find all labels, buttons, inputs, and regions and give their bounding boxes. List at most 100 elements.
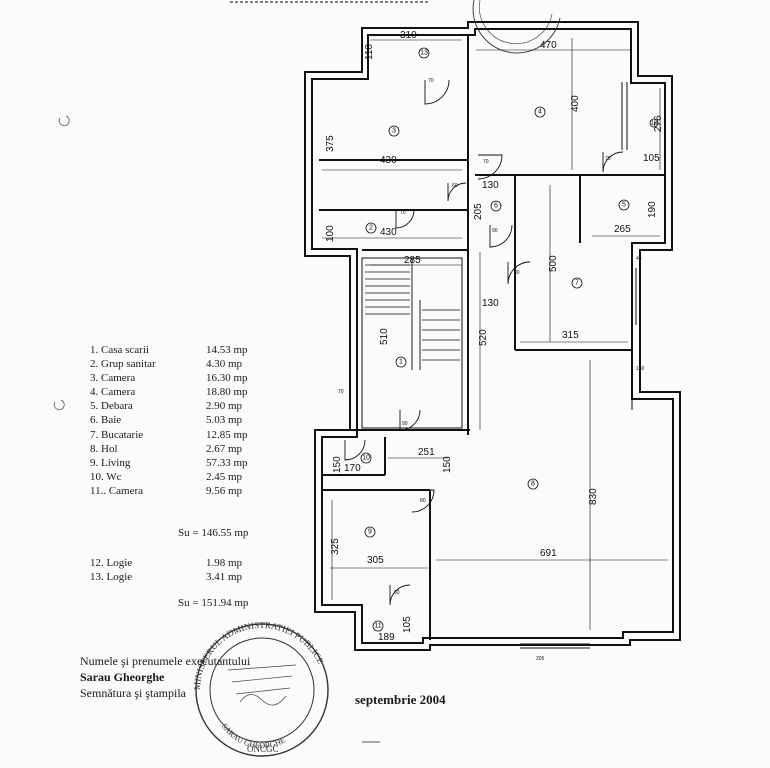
legend-room-area: 18.80 mp [206, 386, 248, 399]
room-10-marker: 10 [360, 452, 372, 464]
dim-189: 189 [378, 632, 395, 643]
room-2-marker: 2 [365, 222, 377, 234]
svg-text:80: 80 [420, 498, 426, 504]
legend-row: 10. Wc 2.45 mp [90, 470, 266, 484]
svg-text:3: 3 [392, 128, 396, 135]
svg-text:7: 7 [575, 280, 579, 287]
dim-190: 190 [647, 201, 658, 218]
svg-text:70: 70 [400, 210, 406, 216]
svg-text:ONCGC: ONCGC [247, 744, 279, 754]
svg-text:4: 4 [538, 109, 542, 116]
svg-text:12: 12 [650, 120, 658, 127]
legend-row: 12. Logie 1.98 mp [90, 556, 266, 570]
room-9-marker: 9 [364, 526, 376, 538]
dim-170: 170 [344, 463, 361, 474]
legend-room-area: 3.41 mp [206, 571, 243, 584]
svg-text:80: 80 [514, 270, 520, 276]
dim-105-b: 105 [402, 616, 413, 633]
room-13-marker: 13 [418, 47, 430, 59]
document-date: septembrie 2004 [355, 692, 446, 707]
svg-text:205: 205 [536, 656, 545, 662]
svg-text:130: 130 [636, 366, 645, 372]
legend-room-name: 7. Bucatarie [90, 428, 144, 441]
legend-room-name: 4. Camera [90, 386, 136, 399]
dim-105-a: 105 [643, 153, 660, 164]
svg-text:10: 10 [362, 455, 370, 462]
staircase [361, 257, 463, 429]
dim-130-a: 130 [482, 180, 499, 191]
legend-room-name: 13. Logie [90, 571, 133, 584]
legend-room-name: 11.. Camera [90, 484, 144, 497]
room-12-marker: 12 [649, 118, 659, 128]
svg-text:70: 70 [605, 156, 611, 162]
legend-room-name: 10. Wc [90, 470, 122, 483]
svg-text:70: 70 [338, 389, 344, 395]
dim-265: 265 [614, 224, 631, 235]
legend-row: 7. Bucatarie 12.85 mp [90, 428, 266, 442]
legend-room-area: 2.67 mp [206, 442, 243, 455]
legend-room-name: 6. Baie [90, 414, 122, 427]
binder-hole-marks [53, 115, 70, 411]
svg-text:1: 1 [399, 359, 403, 366]
legend-row: 5. Debara 2.90 mp [90, 399, 266, 413]
legend-room-area: 2.45 mp [206, 470, 243, 483]
dim-520: 520 [478, 329, 489, 346]
legend-room-area: 12.85 mp [206, 428, 248, 441]
svg-text:9: 9 [368, 529, 372, 536]
svg-text:90: 90 [402, 421, 408, 427]
svg-text:70: 70 [428, 78, 434, 84]
room-7-marker: 7 [571, 277, 583, 289]
legend-row: 2. Grup sanitar 4.30 mp [90, 357, 266, 371]
legend-room-name: 12. Logie [90, 557, 133, 569]
subtotal-area: Su = 146.55 mp [178, 527, 249, 539]
room-11-marker: 11 [372, 620, 384, 632]
top-stamp-fragment [230, 0, 561, 54]
dim-375: 375 [325, 135, 336, 152]
dim-251: 251 [418, 447, 435, 458]
legend-row: 6. Baie 5.03 mp [90, 413, 266, 427]
svg-text:11: 11 [374, 623, 381, 630]
legend-room-area: 4.30 mp [206, 358, 243, 371]
legend-row: 13. Logie 3.41 mp [90, 570, 266, 584]
room-6-marker: 6 [490, 200, 502, 212]
room-4-marker: 4 [534, 106, 546, 118]
dim-276: 276 [653, 115, 664, 132]
signature-label: Semnătura şi ştampila [80, 686, 186, 700]
dim-430-b: 430 [380, 227, 397, 238]
svg-text:60: 60 [394, 590, 400, 596]
legend-room-name: 5. Debara [90, 400, 133, 413]
room-5-marker: 5 [618, 199, 630, 211]
doors [344, 79, 624, 606]
legend-room-area: 16.30 mp [206, 372, 248, 385]
walls [304, 21, 681, 651]
dim-691: 691 [540, 548, 557, 559]
executant-name: Sarau Gheorghe [80, 670, 165, 684]
room-3-marker: 3 [388, 125, 400, 137]
dim-310: 310 [400, 30, 417, 41]
official-stamp: MINISTERUL ADMINISTRATIEI PUBLICE SARAU … [192, 620, 329, 757]
dim-315: 315 [562, 330, 579, 341]
legend-room-area: 1.98 mp [206, 557, 243, 569]
svg-text:70: 70 [483, 159, 489, 165]
dim-305: 305 [367, 555, 384, 566]
door-size-labels: 70 70 70 60 90 70 80 90 80 60 45 130 70 … [338, 78, 645, 662]
legend-room-area: 5.03 mp [206, 414, 243, 427]
dim-325: 325 [330, 538, 341, 555]
dim-470: 470 [540, 40, 557, 51]
svg-text:5: 5 [622, 202, 626, 209]
svg-text:6: 6 [494, 203, 498, 210]
legend-row: 4. Camera 18.80 mp [90, 385, 266, 399]
dim-430-a: 430 [380, 155, 397, 166]
dim-830: 830 [588, 488, 599, 505]
dim-110: 110 [364, 44, 375, 60]
legend-room-area: 14.53 mp [206, 344, 248, 356]
svg-text:8: 8 [531, 481, 535, 488]
svg-text:2: 2 [369, 225, 373, 232]
legend-room-area: 2.90 mp [206, 400, 243, 413]
dim-400: 400 [570, 95, 581, 112]
legend-room-name: 2. Grup sanitar [90, 358, 156, 371]
